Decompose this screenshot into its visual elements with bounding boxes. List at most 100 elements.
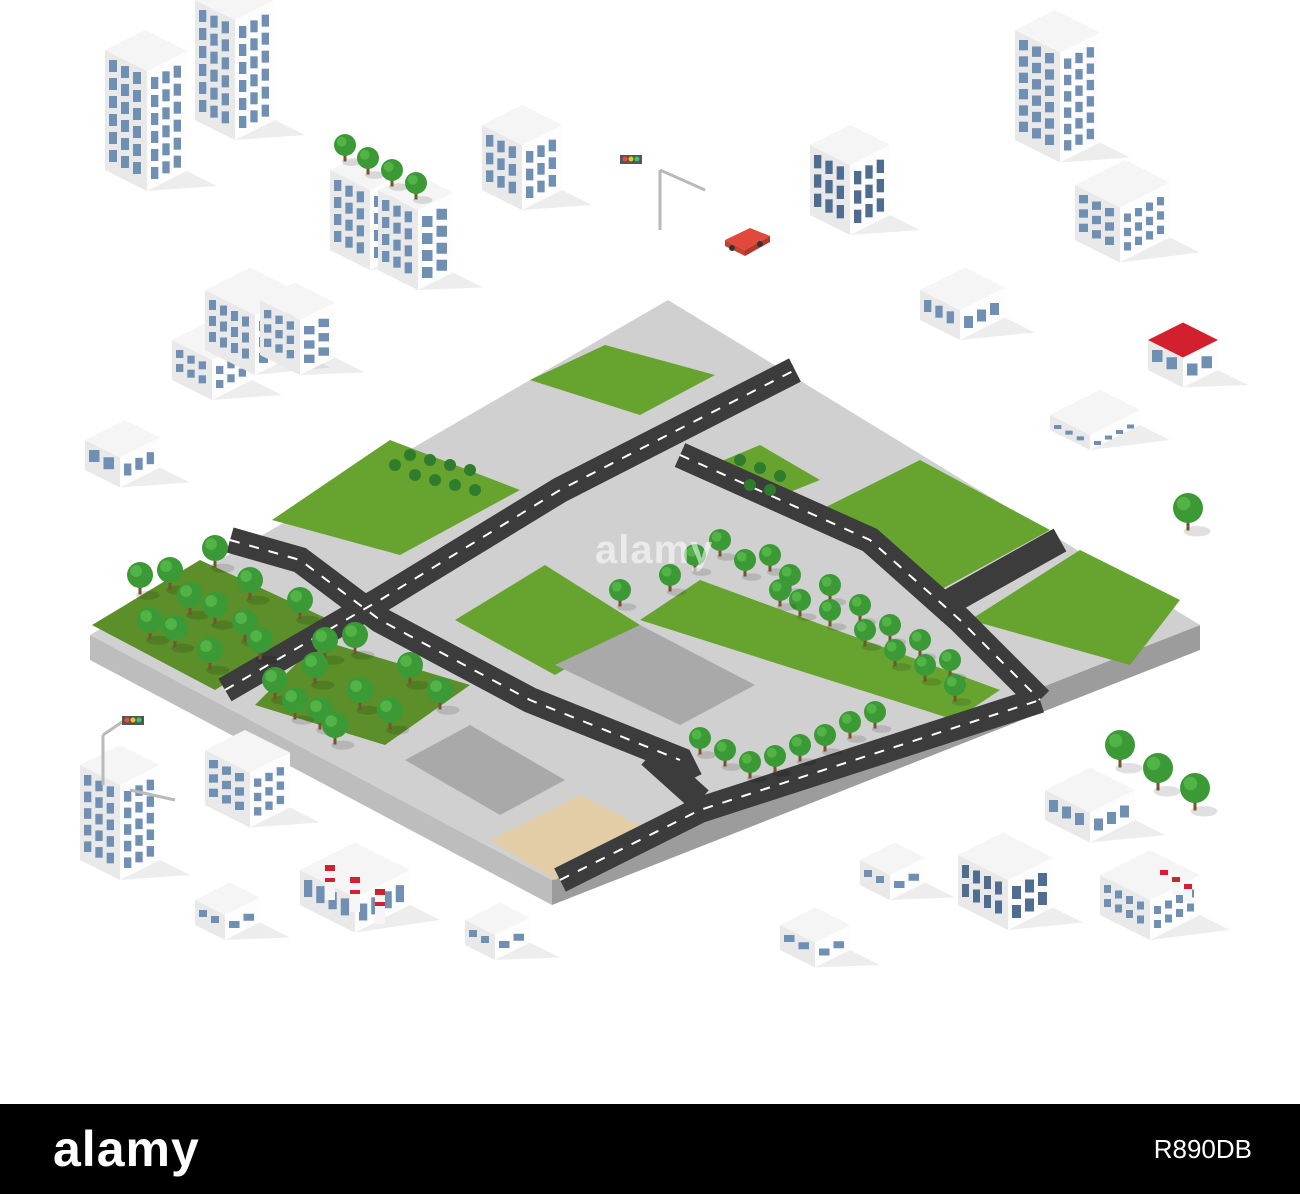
buildings bbox=[80, 0, 1248, 968]
lawn-park bbox=[640, 580, 1000, 720]
lawn-northwest bbox=[272, 440, 520, 555]
shrub bbox=[469, 484, 481, 496]
tree-icon bbox=[854, 619, 882, 651]
tree-icon bbox=[334, 134, 362, 166]
shrub bbox=[444, 459, 456, 471]
chimney-icon bbox=[375, 889, 385, 924]
tree-icon bbox=[302, 652, 335, 690]
tree-icon bbox=[381, 159, 409, 191]
factory-icon bbox=[300, 842, 440, 933]
tree-icon bbox=[322, 712, 355, 750]
tree-icon bbox=[789, 734, 817, 766]
loose-trees bbox=[334, 134, 1218, 817]
tree-icon bbox=[397, 652, 430, 690]
tree-icon bbox=[312, 627, 345, 665]
shrub bbox=[429, 474, 441, 486]
tree-icon bbox=[197, 637, 230, 675]
road-markings bbox=[224, 369, 1041, 881]
tree-icon bbox=[137, 607, 170, 645]
car-icon bbox=[725, 228, 770, 256]
building-icon bbox=[85, 420, 190, 488]
tree-icon bbox=[884, 639, 912, 671]
tree-icon bbox=[914, 654, 942, 686]
shrub bbox=[764, 484, 776, 496]
tree-icon bbox=[262, 667, 295, 705]
building-icon bbox=[205, 730, 320, 828]
factory-icon bbox=[1050, 390, 1170, 450]
tree-icon bbox=[814, 724, 842, 756]
tree-icon bbox=[789, 589, 817, 621]
tree-icon bbox=[127, 562, 160, 600]
chimney-icon bbox=[1184, 884, 1192, 902]
tree-icon bbox=[342, 622, 375, 660]
block-trees bbox=[127, 449, 972, 783]
plot-south bbox=[405, 725, 565, 815]
lawn-east bbox=[810, 460, 1050, 590]
building-icon bbox=[482, 105, 592, 210]
tree-icon bbox=[377, 697, 410, 735]
tree-icon bbox=[237, 567, 270, 605]
tree-icon bbox=[944, 674, 972, 706]
tree-icon bbox=[689, 727, 717, 759]
tree-icon bbox=[202, 592, 235, 630]
chimney-icon bbox=[1160, 870, 1168, 888]
tree-icon bbox=[177, 582, 210, 620]
tree-icon bbox=[819, 599, 847, 631]
footer-bar: alamy R890DB bbox=[0, 1104, 1300, 1194]
image-id: R890DB bbox=[1153, 1134, 1252, 1164]
tree-icon bbox=[405, 172, 433, 204]
tree-icon bbox=[769, 579, 797, 611]
building-icon bbox=[860, 842, 955, 900]
tree-icon bbox=[282, 687, 315, 725]
shrub bbox=[409, 469, 421, 481]
sand-lot bbox=[490, 795, 648, 880]
tree-icon bbox=[1105, 730, 1143, 774]
lawn-far-east bbox=[970, 550, 1180, 665]
tree-icon bbox=[162, 615, 195, 653]
building-icon bbox=[958, 832, 1083, 930]
building-icon bbox=[1015, 10, 1130, 163]
chimney-icon bbox=[1172, 877, 1180, 895]
brand-logo: alamy bbox=[53, 1121, 200, 1177]
block-side-left bbox=[90, 635, 552, 905]
forest-west bbox=[92, 560, 330, 690]
tree-icon bbox=[709, 529, 737, 561]
shrub bbox=[449, 479, 461, 491]
tree-icon bbox=[427, 677, 460, 715]
tree-icon bbox=[734, 549, 762, 581]
building-icon bbox=[920, 267, 1035, 340]
shrub bbox=[424, 454, 436, 466]
shrub bbox=[774, 470, 786, 482]
tree-icon bbox=[839, 711, 867, 743]
building-icon bbox=[465, 902, 560, 960]
factory-icon bbox=[780, 907, 880, 968]
tree-icon bbox=[609, 579, 637, 611]
road-south bbox=[554, 687, 1045, 892]
tree-icon bbox=[347, 677, 380, 715]
road-east bbox=[928, 528, 1067, 622]
shrub bbox=[404, 449, 416, 461]
tree-icon bbox=[1173, 493, 1211, 537]
tree-icon bbox=[739, 751, 767, 783]
street-lamp-icon bbox=[620, 155, 706, 230]
lawn-north bbox=[530, 345, 715, 415]
tree-icon bbox=[1143, 753, 1181, 797]
factory-icon bbox=[195, 882, 290, 940]
chimney-icon bbox=[325, 865, 335, 900]
tree-icon bbox=[357, 147, 385, 179]
shrub bbox=[754, 462, 766, 474]
tree-icon bbox=[247, 627, 280, 665]
building-icon bbox=[1045, 767, 1165, 843]
road-center-vertical bbox=[641, 745, 709, 810]
shrub bbox=[734, 454, 746, 466]
tree-icon bbox=[684, 544, 712, 576]
building-icon bbox=[260, 282, 365, 375]
chimney-icon bbox=[350, 877, 360, 912]
isometric-city-illustration: alamy alamy bbox=[80, 0, 1248, 968]
building-icon bbox=[105, 30, 217, 191]
plot-center bbox=[555, 625, 755, 725]
tree-icon bbox=[287, 587, 320, 625]
tree-icon bbox=[659, 564, 687, 596]
shrub bbox=[744, 479, 756, 491]
building-icon bbox=[1075, 160, 1200, 263]
